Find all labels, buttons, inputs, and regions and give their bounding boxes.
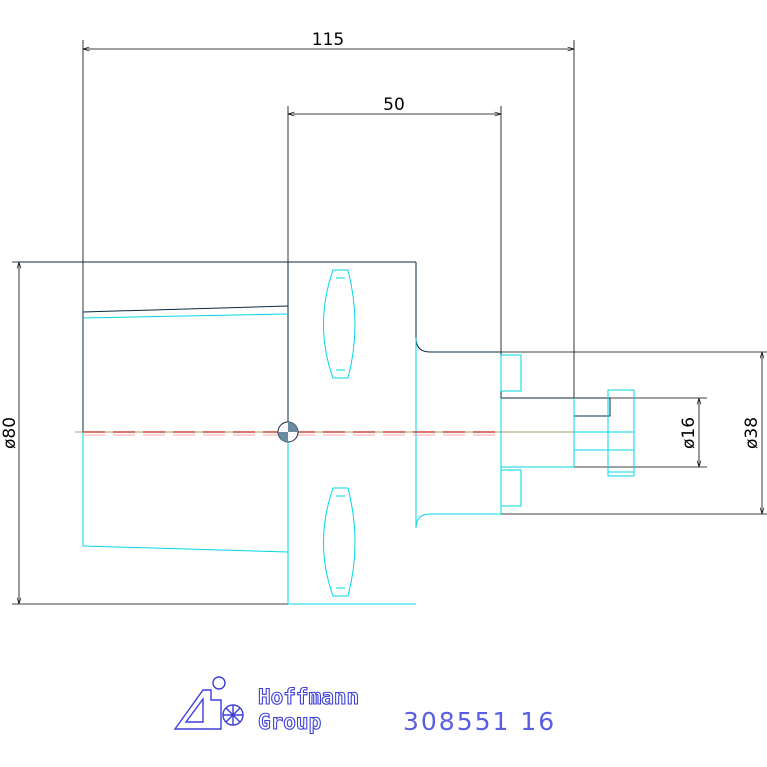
dimension-text-d16: ø16 [679,417,699,449]
dimension-collar-diameter [430,351,767,515]
centerline [75,431,574,436]
body-fillet-bottom [415,513,431,529]
dimension-text-50: 50 [383,95,405,115]
part-outline-cyan [82,269,635,605]
drive-key-body [607,389,635,477]
center-mark-fill-b [278,432,288,442]
logo-figure-icon [173,689,222,730]
dimension-overall-length [82,40,575,432]
hoffmann-logo [173,676,244,730]
brand-name-line2: Group [258,710,321,734]
logo-head-icon [212,676,226,690]
brand-name-line1: Hoffmann [258,685,359,709]
body-fillet-top [415,337,431,353]
dimension-text-d38: ø38 [742,417,762,449]
dimension-shank-length [287,106,502,355]
part-number: 308551 16 [403,707,556,736]
logo-star-rays-icon [223,705,243,725]
dimension-body-diameter [12,261,416,605]
taper-lower-edge [82,313,289,319]
dimension-text-115: 115 [312,30,344,50]
dimension-text-d80: ø80 [0,417,20,449]
taper-bottom-line [82,545,289,553]
clamp-slot-bottom [323,487,356,597]
center-mark-fill-a [288,422,298,432]
drive-key-top [573,397,611,417]
collar-slot-top [500,354,522,392]
center-mark-symbol [277,421,299,443]
part-outline-top [19,261,611,432]
taper-top-line [82,305,289,313]
clamp-slot-top [323,269,356,379]
collar-slot-bottom [500,469,522,507]
